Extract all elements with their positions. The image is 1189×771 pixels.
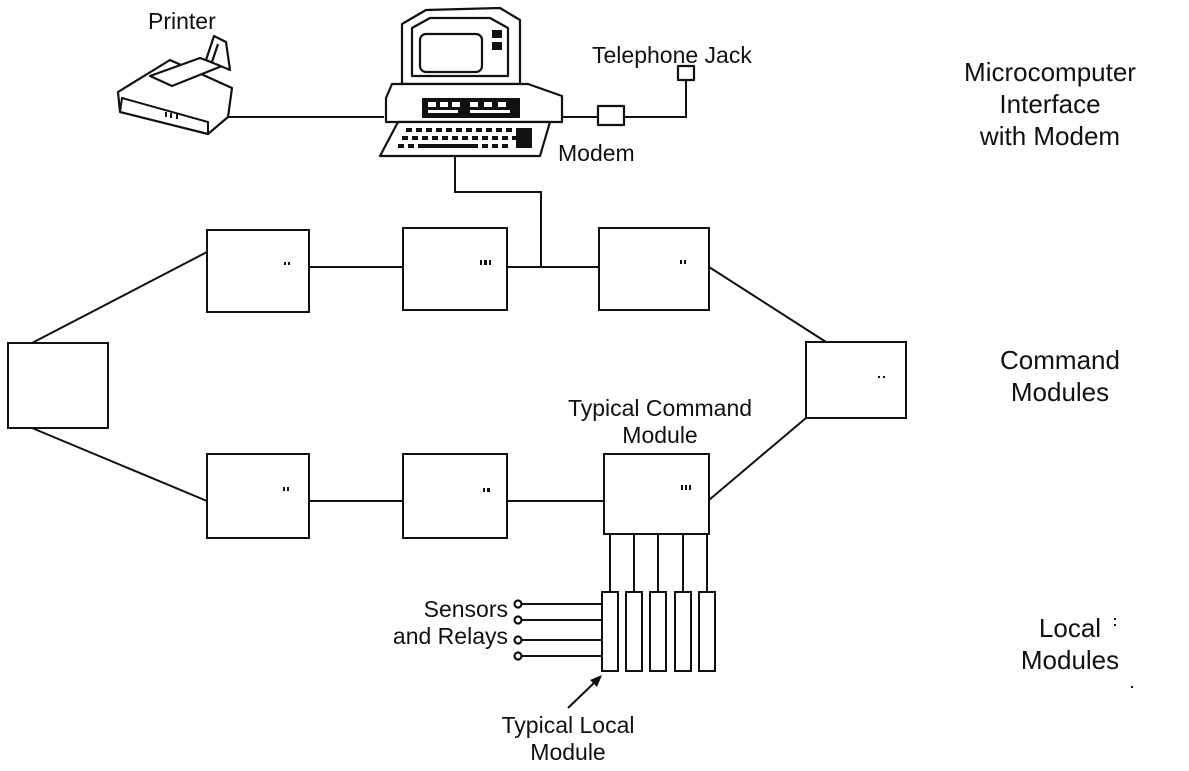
command-module-typical [603, 453, 710, 535]
interface-heading-line3: with Modem [979, 121, 1121, 151]
printer-label: Printer [148, 8, 216, 34]
relay-terminal-icon [513, 651, 523, 661]
local-module-5 [698, 591, 716, 672]
local-modules [601, 591, 716, 672]
command-module-bottom-left [206, 453, 310, 539]
typical-command-line1: Typical Command [567, 395, 753, 421]
command-module-left [7, 342, 109, 429]
command-module-top-left [206, 229, 310, 313]
interface-heading: Microcomputer Interface with Modem [940, 56, 1160, 152]
command-module-right [805, 341, 907, 419]
wires [31, 80, 827, 502]
command-module-top-right [598, 227, 710, 311]
scan-marks [1114, 618, 1133, 688]
computer-bus-cable [454, 157, 542, 267]
interface-heading-line1: Microcomputer [964, 57, 1136, 87]
sensor-terminal-icon [513, 615, 523, 625]
ring-lower-right [708, 417, 807, 501]
modem-label: Modem [558, 140, 635, 166]
computer-icon [378, 6, 564, 158]
sensors-line1: Sensors [423, 596, 508, 622]
pointer-arrow-icon [567, 675, 602, 709]
local-module-links [609, 534, 708, 592]
telephone-jack-icon [676, 64, 696, 82]
sensor-terminal-icon [513, 599, 523, 609]
interface-heading-line2: Interface [999, 89, 1101, 119]
typical-local-line2: Module [530, 739, 606, 765]
telephone-jack-label: Telephone Jack [592, 42, 752, 68]
local-module-3 [649, 591, 667, 672]
local-module-2 [625, 591, 643, 672]
typical-local-line1: Typical Local [501, 712, 635, 738]
module-indicator-marks [283, 260, 885, 492]
command-heading-line2: Modules [1010, 377, 1110, 407]
local-modules-heading: Local Modules [990, 612, 1150, 676]
command-modules-heading: Command Modules [980, 344, 1140, 408]
ring-lower-left [31, 427, 208, 502]
typical-command-line2: Module [622, 422, 698, 448]
sensors-relays-label: Sensors and Relays [372, 596, 508, 650]
local-module-4 [674, 591, 692, 672]
ring-upper-left [31, 251, 208, 344]
sensors-line2: and Relays [392, 623, 508, 649]
phone-cable [624, 80, 687, 118]
command-module-top-middle [402, 227, 508, 311]
relay-terminal-icon [513, 635, 523, 645]
command-module-bottom-middle [402, 453, 508, 539]
local-module-1 [601, 591, 619, 672]
ring-upper-right [708, 266, 827, 343]
sensor-connections [513, 599, 602, 661]
typical-command-module-label: Typical Command Module [536, 395, 784, 449]
command-modules [7, 227, 907, 539]
command-heading-line1: Command [1000, 345, 1120, 375]
local-heading-line2: Modules [1020, 645, 1120, 675]
modem-icon [596, 104, 626, 127]
typical-local-module-label: Typical Local Module [468, 712, 668, 766]
printer-icon [116, 34, 234, 136]
local-heading-line1: Local [1038, 613, 1102, 643]
